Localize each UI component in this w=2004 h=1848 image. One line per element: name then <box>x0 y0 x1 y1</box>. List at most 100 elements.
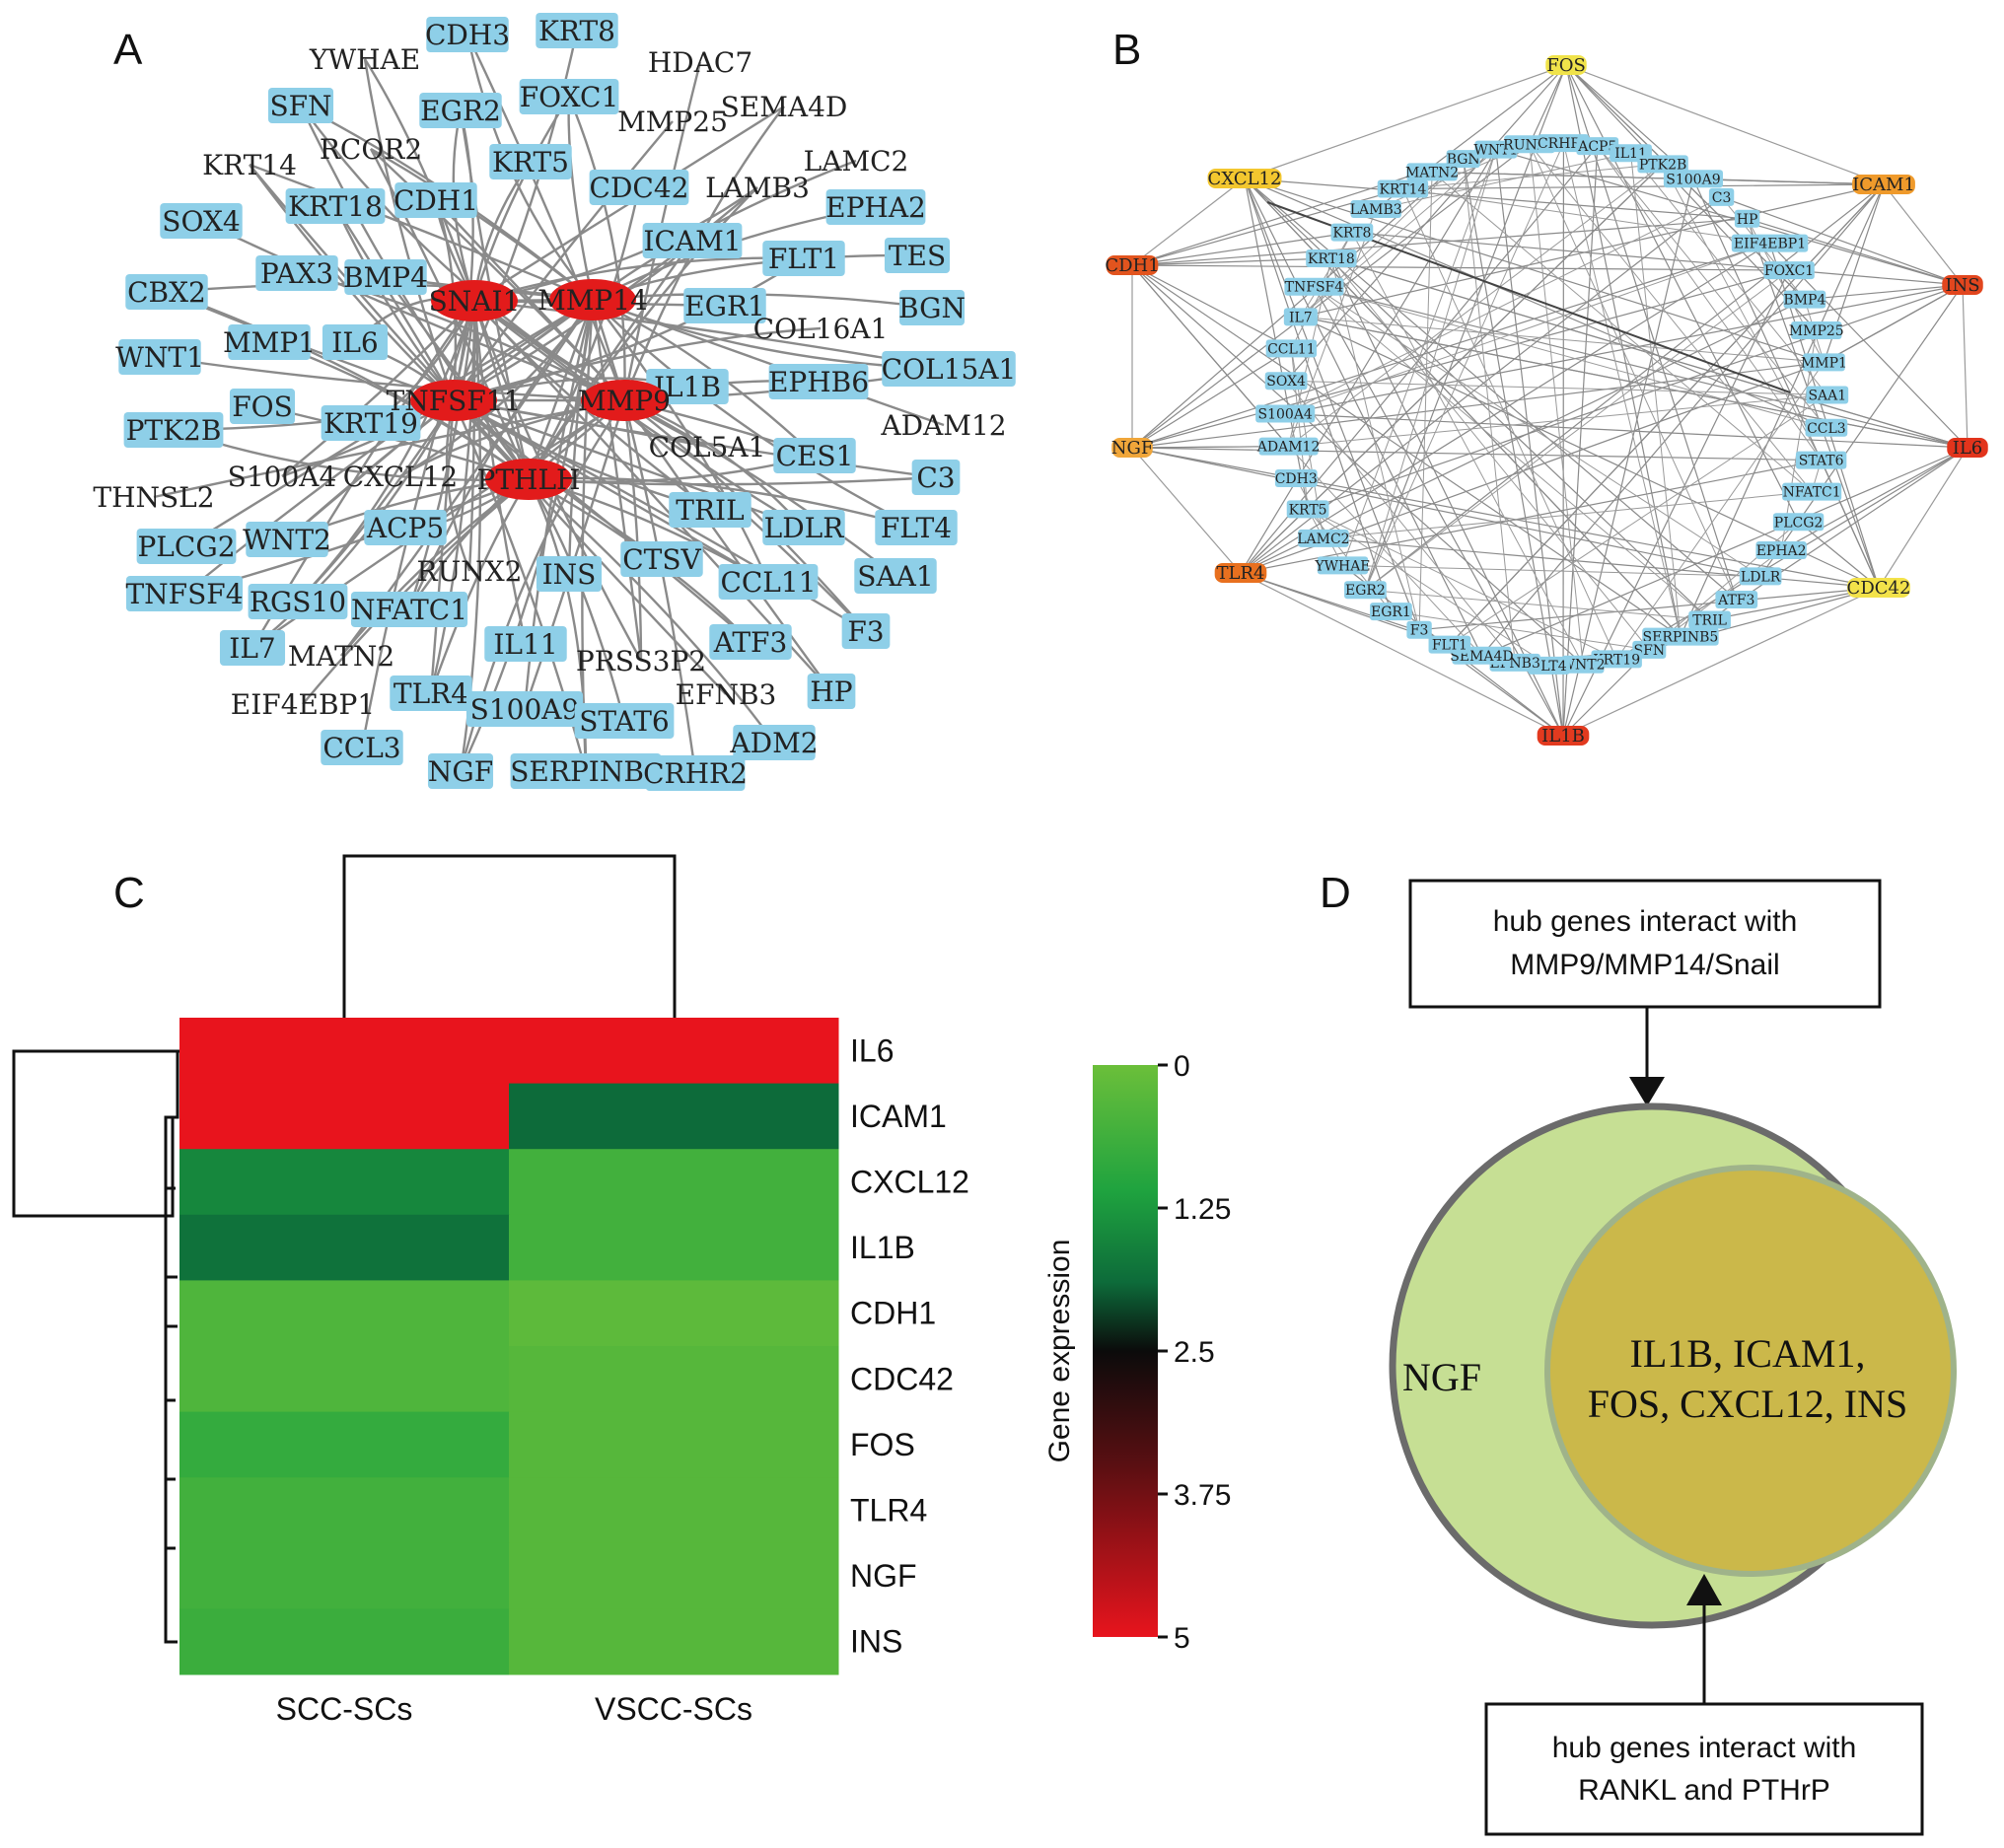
panel-a-node-box <box>322 324 389 360</box>
legend-title: Gene expression <box>1043 1240 1076 1463</box>
panel-a-node-label: ADM2 <box>729 727 818 759</box>
panel-b-edge <box>1463 159 1516 663</box>
heatmap-cell <box>509 1083 839 1150</box>
panel-a-edge <box>527 186 641 480</box>
panel-b-node-label: SOX4 <box>1266 374 1306 390</box>
panel-b-edge <box>1883 183 1964 286</box>
panel-a-node-label: FLT1 <box>768 243 839 275</box>
panel-a-node-label: RGS10 <box>250 586 346 618</box>
panel-a-node-label: MMP1 <box>223 326 316 359</box>
panel-b-edge <box>1449 183 1885 646</box>
panel-a-edge <box>453 399 727 695</box>
panel-b-node-box <box>1350 199 1401 218</box>
panel-a-node-box <box>762 241 845 276</box>
panel-a-node-label: PLCG2 <box>137 531 235 563</box>
panel-b-node-box <box>1283 308 1318 326</box>
panel-a-edge <box>340 478 530 657</box>
panel-b-edge <box>1314 286 1968 449</box>
panel-b-edge <box>1131 361 1825 449</box>
panel-a-node-label: EIF4EBP1 <box>231 688 375 721</box>
panel-b-edge <box>1285 284 1964 415</box>
panel-b-edge <box>1463 158 1564 737</box>
panel-b-hub-label: CDC42 <box>1847 578 1911 599</box>
panel-a-edge <box>592 299 770 583</box>
panel-b-edge <box>1288 446 1482 657</box>
panel-b-hub-box <box>1106 255 1159 275</box>
panel-a-node-label: CXCL12 <box>343 461 459 493</box>
panel-b-node-label: ADAM12 <box>1256 440 1321 456</box>
panel-b-node-box <box>1264 372 1308 391</box>
panel-b-node-box <box>1286 500 1329 519</box>
panel-a-hub-ellipse <box>431 280 518 321</box>
panel-a-edge <box>622 399 643 662</box>
panel-a-node-box <box>574 703 675 739</box>
panel-a-edge <box>592 299 917 530</box>
panel-a-hub-edge <box>527 299 595 480</box>
panel-a-node-label: KRT8 <box>538 15 615 47</box>
panel-b-edge <box>1244 178 1420 630</box>
panel-a-node-label: CDH3 <box>425 19 510 51</box>
panel-b-edge <box>1330 257 1650 651</box>
panel-a-node-box <box>160 203 243 239</box>
heatmap-cell <box>509 1346 839 1413</box>
panel-b-node-box <box>1806 386 1849 404</box>
panel-a-node-box <box>718 564 819 600</box>
panel-a-node-label: LDLR <box>764 512 845 544</box>
panel-b-node-box <box>1274 469 1318 488</box>
panel-letter-a: A <box>113 26 143 74</box>
panel-b-node-box <box>1428 635 1471 654</box>
panel-a-node-label: EGR2 <box>420 95 501 127</box>
heatmap-cell <box>509 1411 839 1478</box>
panel-b-node-box <box>1576 137 1619 156</box>
panel-a-node-label: RCOR2 <box>320 133 422 166</box>
panel-b-node-label: FOXC1 <box>1764 263 1814 279</box>
panel-a-node-label: EPHB6 <box>768 366 869 398</box>
inner-venn-line-2: FOS, CXCL12, INS <box>1588 1382 1908 1426</box>
panel-a-edge <box>472 96 571 302</box>
panel-b-edge <box>1721 196 1964 286</box>
panel-a-node-label: HP <box>810 675 852 708</box>
panel-a-node-label: CBX2 <box>127 276 206 309</box>
panel-b-edge <box>1529 64 1567 145</box>
panel-b-edge <box>1747 218 1964 286</box>
panel-b-edge <box>1419 587 1880 631</box>
panel-a-edge <box>281 300 475 477</box>
panel-b-edge <box>1798 521 1880 589</box>
panel-a-node-box <box>645 755 746 791</box>
heatmap-row-label: INS <box>850 1624 902 1660</box>
panel-b-edge <box>1131 264 1292 349</box>
panel-b-node-box <box>1265 339 1318 358</box>
panel-b-hub-label: CDH1 <box>1105 255 1159 276</box>
panel-a-edge <box>363 58 476 302</box>
panel-b-edge <box>1529 144 1584 665</box>
panel-a-node-box <box>642 223 743 258</box>
panel-a-node-box <box>321 730 403 765</box>
panel-b-edge <box>1391 610 1650 651</box>
heatmap-row-label: IL6 <box>850 1032 894 1068</box>
panel-a-node-box <box>285 188 386 224</box>
panel-b-node-box <box>1284 277 1344 296</box>
panel-b-node-box <box>1731 234 1809 252</box>
panel-b-edge <box>1562 142 1682 637</box>
panel-a-node-label: F3 <box>847 615 884 648</box>
panel-a-hub-label: PTHLH <box>477 463 581 496</box>
panel-b-edge <box>1131 269 1790 449</box>
heatmap-cell <box>179 1477 510 1544</box>
panel-a-node-box <box>136 529 237 564</box>
panel-a-edge <box>528 475 937 486</box>
panel-b-node-label: LAMC2 <box>1297 532 1349 547</box>
panel-b-hub-box <box>1111 438 1153 458</box>
panel-b-edge <box>1878 447 1968 589</box>
panel-b-node-label: NFATC1 <box>1783 485 1841 501</box>
panel-a-node-label: ATF3 <box>713 626 788 659</box>
panel-a-node-label: CES1 <box>776 440 854 472</box>
panel-b-edge <box>1529 143 1813 492</box>
heatmap-row-label: ICAM1 <box>850 1099 947 1134</box>
panel-a-node-box <box>427 753 494 789</box>
panel-letter-c: C <box>113 869 145 917</box>
panel-a-edge <box>453 399 752 643</box>
panel-a-node-box <box>350 592 468 627</box>
panel-b-node-box <box>1663 170 1723 188</box>
